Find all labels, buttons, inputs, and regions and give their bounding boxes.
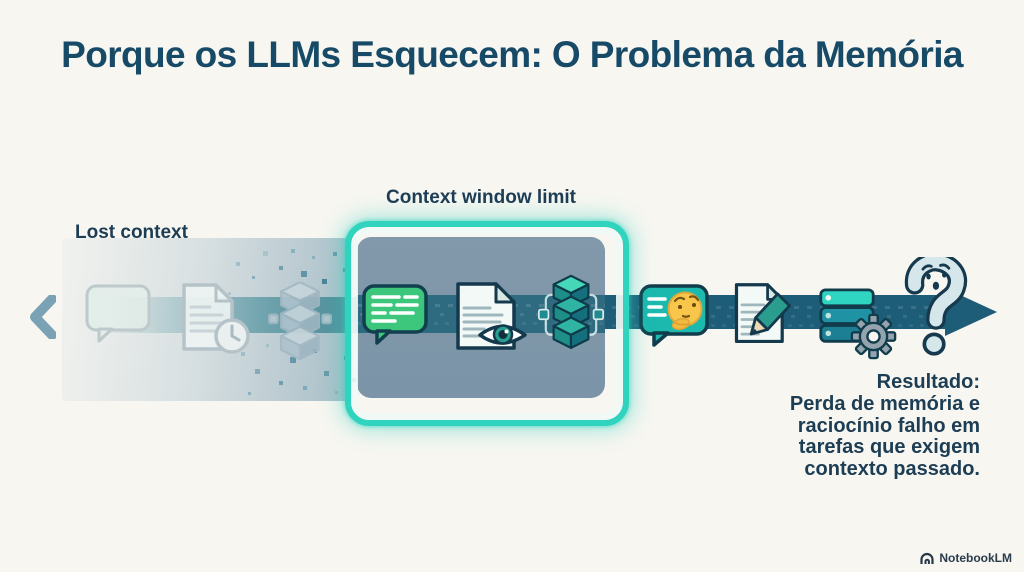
result-line: tarefas que exigem	[798, 436, 980, 459]
faded-chat-bubble-icon	[85, 284, 151, 343]
memory-cubes-icon	[538, 274, 604, 349]
notebooklm-logo-icon	[920, 552, 934, 564]
document-eye-icon	[456, 282, 527, 350]
faded-memory-cubes-icon	[268, 282, 332, 361]
faded-document-clock-icon	[182, 283, 250, 354]
context-window-label: Context window limit	[386, 187, 576, 208]
result-line: raciocínio falho em	[797, 414, 980, 437]
context-window-frame	[345, 221, 629, 426]
brand-watermark: NotebookLM	[919, 551, 1012, 565]
result-heading: Resultado:	[876, 371, 980, 393]
lost-context-label: Lost context	[75, 222, 188, 243]
green-chat-bubble-icon	[362, 284, 428, 345]
result-text-block: Resultado: Perda de memória e raciocínio…	[700, 371, 980, 481]
chevron-left-icon	[30, 295, 56, 339]
document-pencil-icon	[734, 283, 791, 344]
brand-name: NotebookLM	[939, 551, 1012, 565]
confused-question-mark-icon	[904, 257, 968, 356]
page-title: Porque os LLMs Esquecem: O Problema da M…	[61, 34, 963, 75]
result-line: Perda de memória e	[789, 392, 980, 415]
thinking-chat-bubble-icon	[639, 284, 709, 347]
result-line: contexto passado.	[804, 458, 980, 481]
gear-icon	[850, 313, 897, 360]
